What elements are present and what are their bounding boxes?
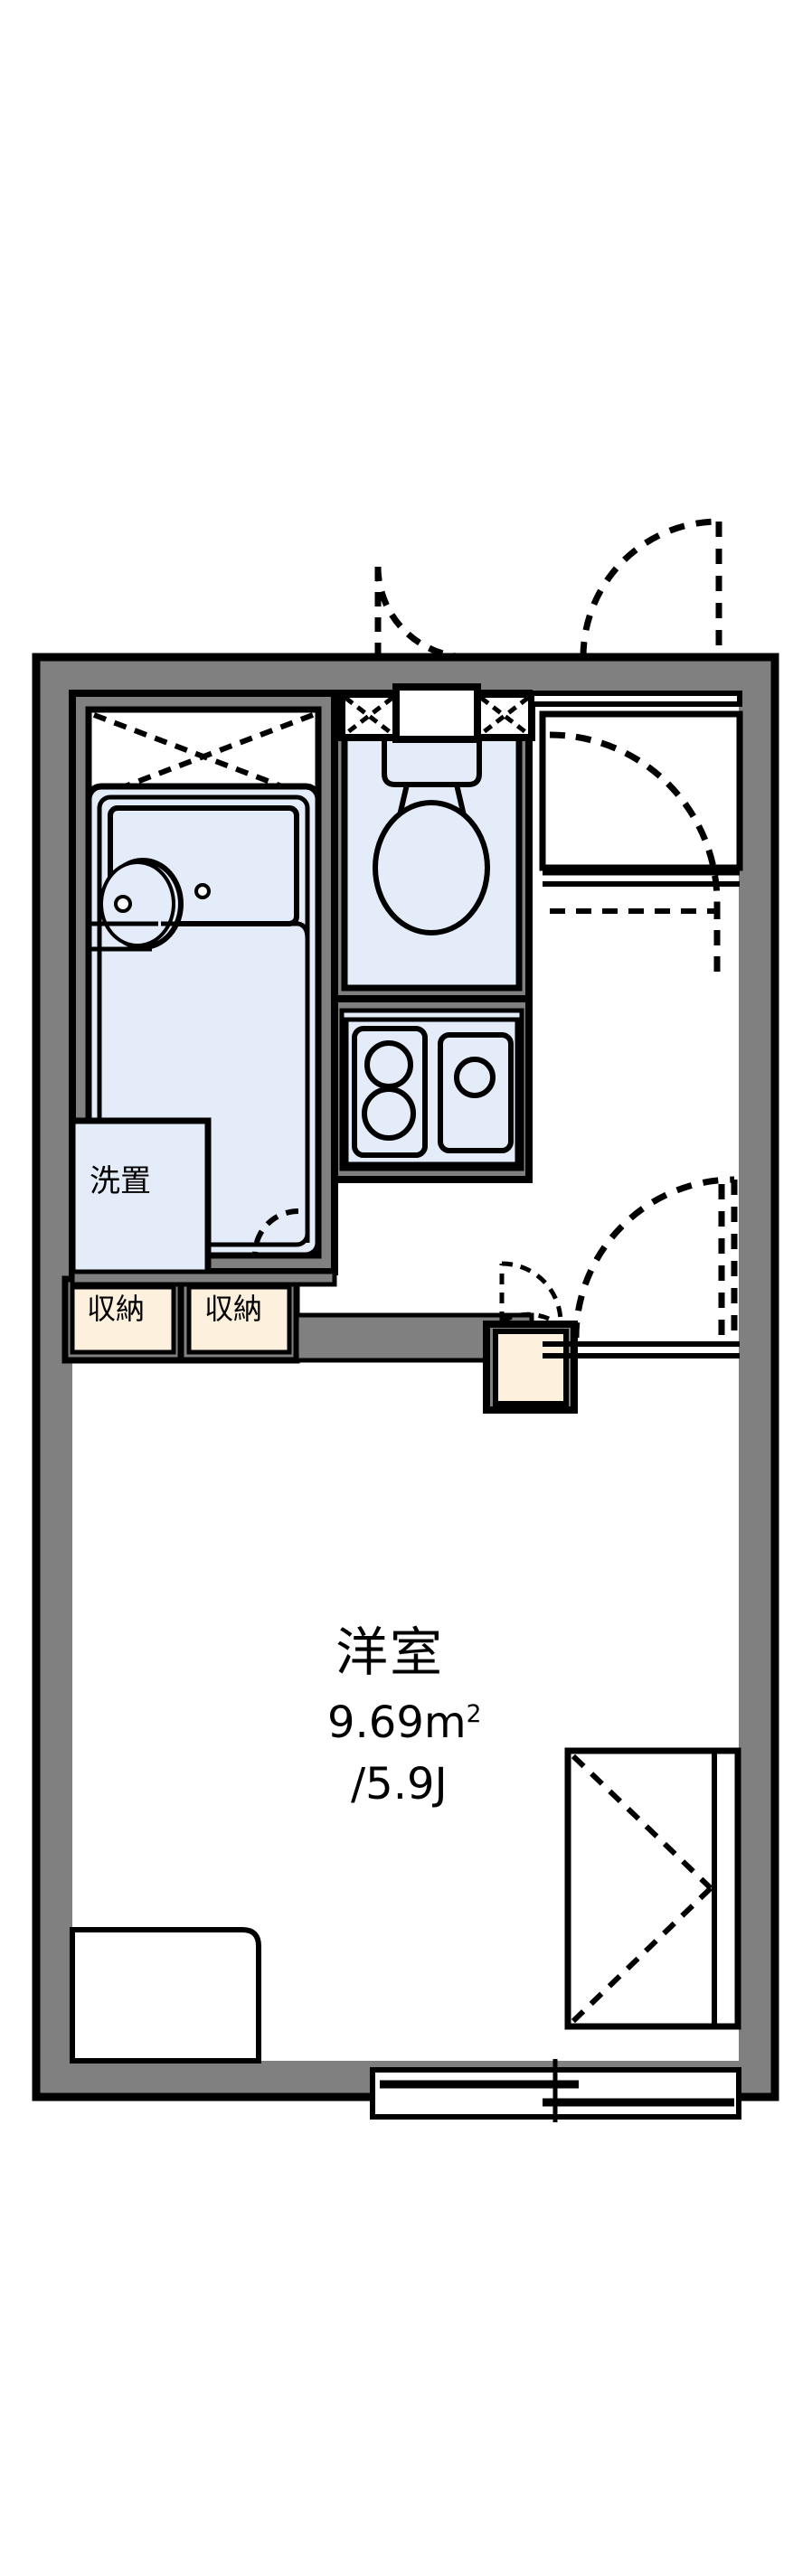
bath-window-icon [92, 712, 315, 801]
vent-right-icon [474, 691, 535, 741]
balcony-sliding-door[interactable] [370, 2059, 741, 2122]
vent-left-icon [338, 691, 400, 741]
square-meter-superscript: 2 [466, 1700, 482, 1728]
main-room-name-label: 洋室 [335, 1622, 445, 1683]
room-window-east [564, 1747, 741, 2030]
kitchen-area [331, 995, 533, 1183]
door-swing-toilet [374, 566, 469, 661]
door-swing-main-room [572, 1176, 738, 1339]
toilet-area [331, 690, 533, 1004]
door-swing-shoe-box [499, 1261, 563, 1324]
toilet-door-panel[interactable] [392, 683, 481, 743]
washer-space-area [69, 1117, 212, 1283]
washer-space-label: 洗置 [90, 1163, 151, 1199]
door-swing-bath [252, 1208, 299, 1255]
room-alcove [70, 1927, 261, 2064]
storage-left-label: 収納 [87, 1292, 146, 1326]
door-swing-entrance [580, 518, 722, 658]
unit-bath-area [69, 690, 338, 1275]
main-room-area-label: 9.69m2 [327, 1701, 481, 1744]
entrance-hall-area [529, 691, 743, 1359]
main-room-area-value: 9.69m [327, 1697, 467, 1748]
main-room-tatami-label: /5.9J [351, 1759, 448, 1810]
storage-right-label: 収納 [204, 1292, 263, 1326]
door-swing-hall [549, 731, 721, 974]
